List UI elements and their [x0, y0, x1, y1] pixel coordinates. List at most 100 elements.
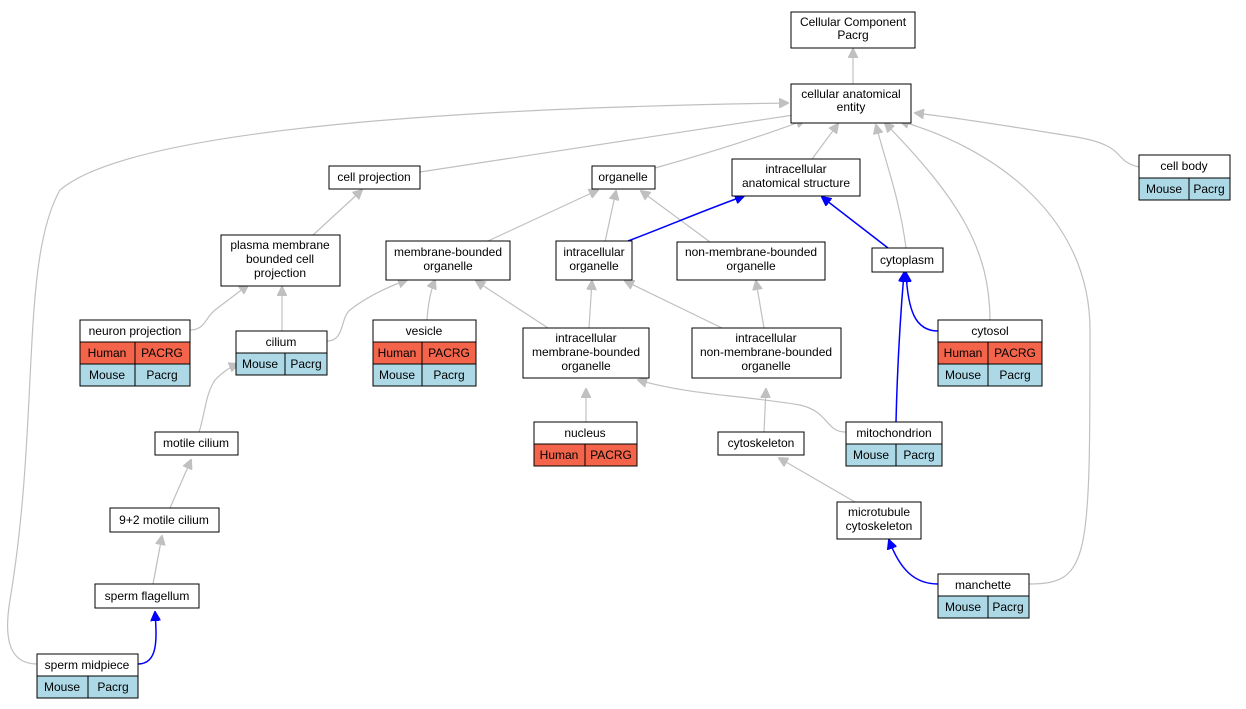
node-label: 9+2 motile cilium — [119, 513, 209, 527]
node-label: bounded cell — [246, 252, 314, 266]
node-label: intracellular — [765, 162, 826, 176]
edge-motilecilium-cilium — [198, 364, 238, 433]
node-label: microtubule — [848, 505, 910, 519]
node-intracellular-membrane-bounded-organelle[interactable]: intracellular membrane-bounded organelle — [522, 327, 650, 379]
edge-microtubule-cytoskeleton — [779, 458, 856, 503]
node-label: membrane-bounded — [394, 245, 502, 259]
edge-mitochondrion-imbo — [638, 380, 847, 433]
edge-mitochondrion-cytoplasm — [895, 273, 904, 423]
node-motile-cilium[interactable]: motile cilium — [154, 431, 239, 456]
node-cellular-component[interactable]: Cellular Component Pacrg — [790, 11, 916, 49]
species-human: Human — [88, 346, 127, 360]
node-label: anatomical structure — [742, 176, 850, 190]
species-mouse: Mouse — [945, 600, 981, 614]
edge-io-ias — [627, 196, 744, 242]
node-membrane-bounded-organelle[interactable]: membrane-bounded organelle — [385, 240, 511, 281]
node-non-membrane-bounded-organelle[interactable]: non-membrane-bounded organelle — [676, 241, 826, 281]
node-microtubule-cytoskeleton[interactable]: microtubule cytoskeleton — [836, 501, 922, 540]
node-manchette[interactable]: manchette Mouse Pacrg — [937, 573, 1030, 619]
nodes: Cellular Component Pacrg cellular anatom… — [36, 11, 1231, 699]
node-label: Pacrg — [837, 28, 868, 42]
edge-spermmidpiece-cae — [6, 103, 788, 665]
edge-inmbo-nmbo — [756, 281, 765, 329]
species-mouse: Mouse — [945, 368, 981, 382]
node-neuron-projection[interactable]: neuron projection Human PACRG Mouse Pacr… — [79, 319, 191, 387]
gene-pacrg: Pacrg — [1193, 182, 1224, 196]
node-label: intracellular — [735, 331, 796, 345]
edge-neuronprojection-pmbcp — [189, 285, 248, 331]
node-label: nucleus — [564, 426, 605, 440]
node-label: membrane-bounded — [532, 345, 640, 359]
edge-pmbcp-cellprojection — [312, 190, 362, 236]
gene-pacrg: Pacrg — [97, 680, 128, 694]
species-mouse: Mouse — [89, 368, 125, 382]
edge-manchette-microtubule — [889, 540, 939, 585]
edge-cytoplasm-ias — [822, 197, 889, 249]
node-sperm-flagellum[interactable]: sperm flagellum — [94, 583, 200, 609]
node-mitochondrion[interactable]: mitochondrion Mouse Pacrg — [845, 421, 943, 467]
node-label: organelle — [598, 170, 648, 184]
species-mouse: Mouse — [242, 357, 278, 371]
species-mouse: Mouse — [1146, 182, 1182, 196]
node-label: cell projection — [337, 170, 410, 184]
edge-mbo-organelle — [487, 190, 598, 242]
edge-ias-cae — [811, 124, 838, 160]
edge-inmbo-io — [625, 281, 723, 329]
node-label: organelle — [741, 359, 791, 373]
node-nucleus[interactable]: nucleus Human PACRG — [533, 421, 638, 467]
node-label: intracellular — [555, 331, 616, 345]
node-cytoskeleton[interactable]: cytoskeleton — [717, 431, 805, 456]
node-label: mitochondrion — [856, 426, 931, 440]
node-intracellular-non-membrane-bounded-organelle[interactable]: intracellular non-membrane-bounded organ… — [691, 327, 842, 379]
gene-pacrg: Pacrg — [999, 368, 1030, 382]
node-label: manchette — [955, 578, 1011, 592]
edge-cellbody-cae — [915, 113, 1140, 168]
node-cellular-anatomical-entity[interactable]: cellular anatomical entity — [790, 83, 912, 124]
node-cell-projection[interactable]: cell projection — [328, 165, 421, 190]
species-mouse: Mouse — [853, 448, 889, 462]
node-label: cytoskeleton — [846, 519, 913, 533]
edge-cilium-mbo — [326, 280, 407, 342]
node-organelle[interactable]: organelle — [591, 165, 656, 190]
node-cytosol[interactable]: cytosol Human PACRG Mouse Pacrg — [937, 319, 1043, 387]
edge-imbo-mbo — [476, 281, 549, 329]
gene-pacrg: PACRG — [428, 346, 470, 360]
edge-organelle-cae — [654, 120, 805, 169]
species-human: Human — [944, 346, 983, 360]
node-vesicle[interactable]: vesicle Human PACRG Mouse Pacrg — [372, 319, 477, 387]
node-label: non-membrane-bounded — [685, 245, 817, 259]
edge-manchette-cae — [900, 121, 1091, 585]
node-label: sperm flagellum — [105, 589, 190, 603]
gene-pacrg: Pacrg — [903, 448, 934, 462]
gene-pacrg: PACRG — [994, 346, 1036, 360]
node-cell-body[interactable]: cell body Mouse Pacrg — [1138, 154, 1231, 201]
species-mouse: Mouse — [379, 368, 415, 382]
node-cilium[interactable]: cilium Mouse Pacrg — [235, 330, 328, 376]
node-label: cytoskeleton — [728, 436, 795, 450]
node-label: motile cilium — [163, 436, 229, 450]
node-label: cytosol — [971, 324, 1008, 338]
node-cytoplasm[interactable]: cytoplasm — [871, 247, 944, 273]
node-label: cellular anatomical — [801, 87, 900, 101]
node-sperm-midpiece[interactable]: sperm midpiece Mouse Pacrg — [36, 653, 139, 699]
node-intracellular-organelle[interactable]: intracellular organelle — [555, 240, 633, 281]
edge-vesicle-mbo — [426, 280, 435, 321]
node-label: sperm midpiece — [45, 658, 130, 672]
gene-pacrg: Pacrg — [146, 368, 177, 382]
node-label: neuron projection — [89, 324, 182, 338]
edge-cellprojection-cae — [419, 114, 800, 173]
edges — [6, 49, 1140, 665]
node-plasma-membrane-bounded-cell-projection[interactable]: plasma membrane bounded cell projection — [220, 234, 341, 287]
node-label: organelle — [726, 259, 776, 273]
node-label: plasma membrane — [230, 238, 330, 252]
node-label: intracellular — [563, 245, 624, 259]
node-nine-two-motile-cilium[interactable]: 9+2 motile cilium — [109, 507, 220, 533]
node-label: cell body — [1160, 159, 1207, 173]
species-mouse: Mouse — [44, 680, 80, 694]
node-intracellular-anatomical-structure[interactable]: intracellular anatomical structure — [731, 158, 861, 197]
node-label: organelle — [561, 359, 611, 373]
edge-imbo-io — [589, 281, 592, 329]
node-label: projection — [254, 266, 306, 280]
gene-pacrg: PACRG — [590, 448, 632, 462]
